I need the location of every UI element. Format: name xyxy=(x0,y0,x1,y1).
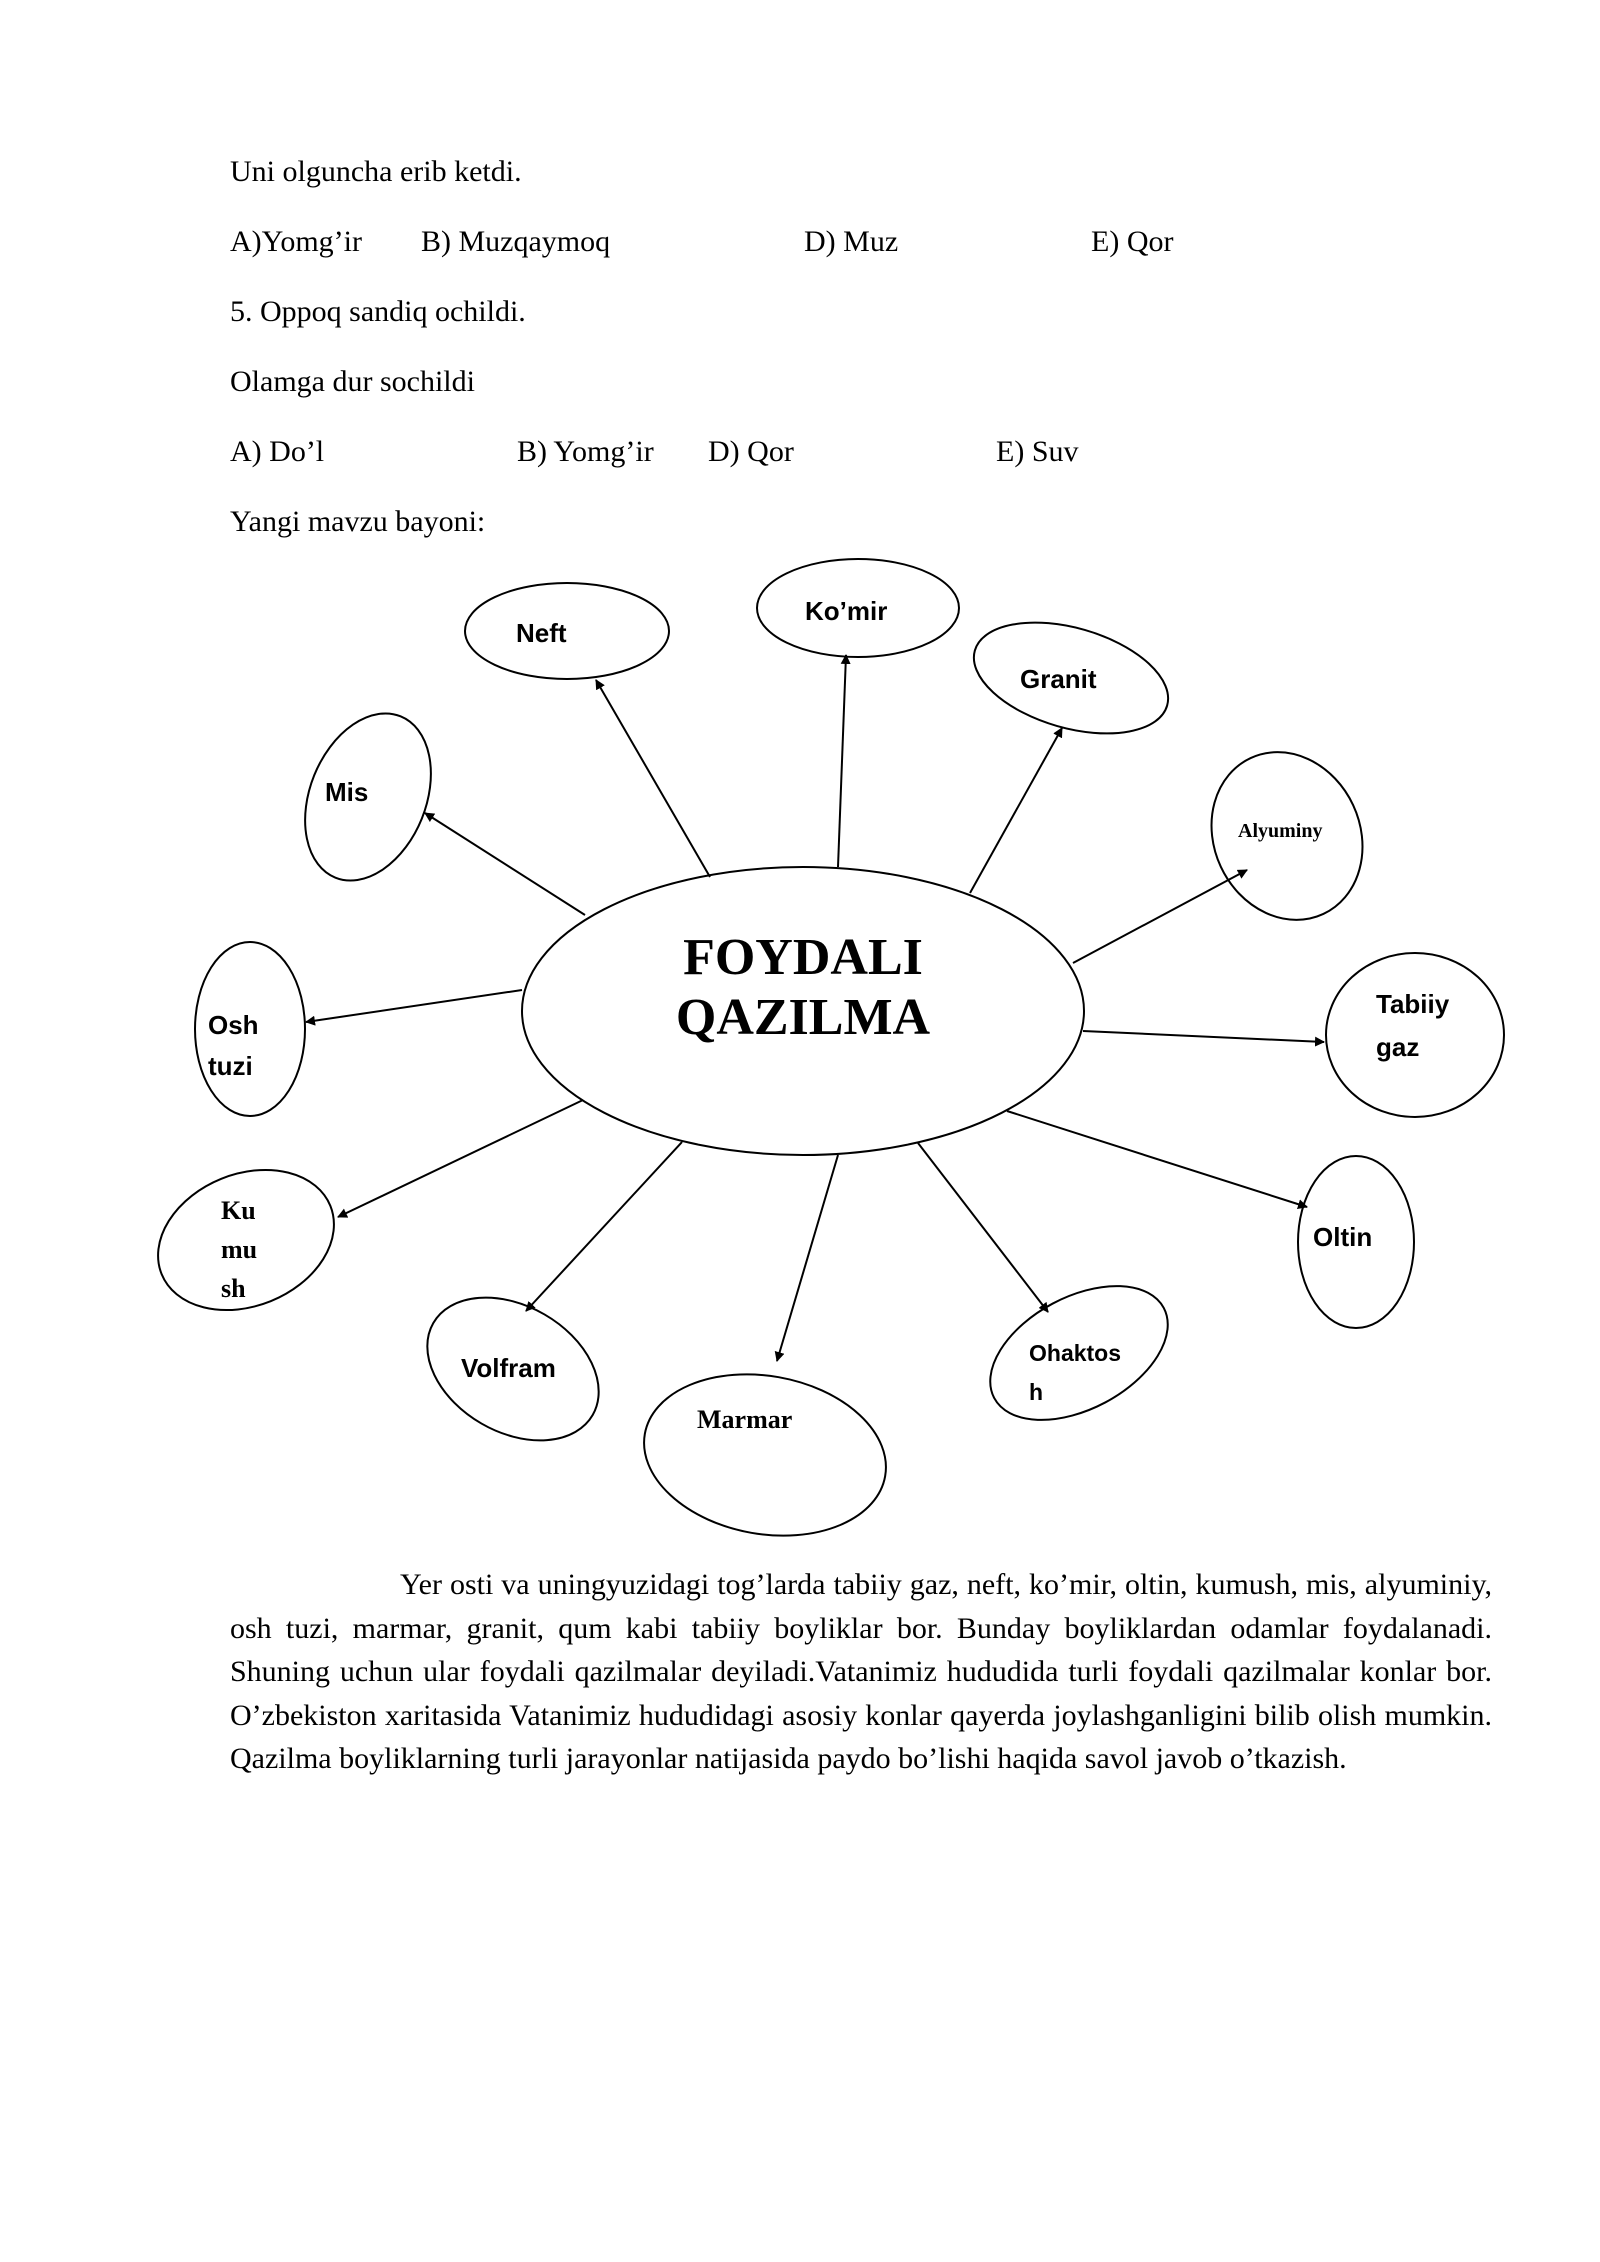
new-topic-heading: Yangi mavzu bayoni: xyxy=(230,505,486,538)
node-label-tabiiy: Tabiiy xyxy=(1376,989,1450,1019)
node-label-komir: Ko’mir xyxy=(805,596,887,626)
arrow-granit xyxy=(969,727,1063,894)
arrow-komir xyxy=(837,654,851,868)
body-paragraph-text: Yer osti va uningyuzidagi tog’larda tabi… xyxy=(230,1568,1492,1776)
node-label-marmar: Marmar xyxy=(697,1405,792,1434)
q5-option-e: E) Suv xyxy=(996,435,1079,468)
center-label-line1: FOYDALI xyxy=(683,929,923,986)
q1-option-a: A)Yomg’ir xyxy=(230,225,362,258)
mineral-mindmap: FOYDALI QAZILMA Neft Ko’mir Granit Mis O… xyxy=(157,558,1505,1537)
node-label-ohaktos: Ohaktos xyxy=(1029,1340,1121,1366)
node-label-oltin: Oltin xyxy=(1313,1222,1372,1252)
q1-option-b: B) Muzqaymoq xyxy=(421,225,611,258)
node-label-neft: Neft xyxy=(516,618,567,648)
arrow-tabiiy-gaz xyxy=(1082,1030,1325,1047)
arrow-ohaktosh xyxy=(917,1142,1049,1313)
q5-option-b: B) Yomg’ir xyxy=(517,435,654,468)
node-ellipse-kumush xyxy=(157,1168,335,1312)
node-label-ku: Ku xyxy=(221,1196,256,1225)
node-label-mu: mu xyxy=(221,1235,257,1264)
node-ellipse-oltin xyxy=(1297,1155,1415,1329)
node-label-osh: Osh xyxy=(208,1010,259,1040)
node-ellipse-osh-tuzi xyxy=(194,941,306,1117)
arrow-volfram xyxy=(525,1141,683,1312)
arrow-osh-tuzi xyxy=(305,989,523,1026)
arrow-marmar xyxy=(774,1154,839,1362)
node-label-volfram: Volfram xyxy=(461,1353,556,1383)
arrow-neft xyxy=(595,679,711,878)
node-ellipse-komir xyxy=(756,558,960,658)
node-label-sh: sh xyxy=(221,1274,246,1303)
q5-line2: Olamga dur sochildi xyxy=(230,365,475,398)
node-label-alyuminy: Alyuminy xyxy=(1238,820,1322,842)
riddle-line: Uni olguncha erib ketdi. xyxy=(230,155,522,188)
node-ellipse-tabiiy-gaz xyxy=(1325,952,1505,1118)
node-ellipse-granit xyxy=(972,621,1170,735)
node-label-mis: Mis xyxy=(325,777,368,807)
arrow-oltin xyxy=(1006,1110,1308,1210)
node-ellipse-alyuminy xyxy=(1210,751,1364,921)
q1-option-e: E) Qor xyxy=(1091,225,1174,258)
q1-option-d: D) Muz xyxy=(804,225,899,258)
node-ellipse-volfram xyxy=(426,1296,600,1442)
node-label-granit: Granit xyxy=(1020,664,1097,694)
node-label-h: h xyxy=(1029,1379,1043,1405)
center-label-line2: QAZILMA xyxy=(676,989,931,1046)
node-ellipse-neft xyxy=(464,582,670,680)
node-label-gaz: gaz xyxy=(1376,1032,1419,1062)
node-label-tuzi: tuzi xyxy=(208,1051,253,1081)
body-paragraph: Yer osti va uningyuzidagi tog’larda tabi… xyxy=(230,1563,1492,1781)
node-ellipse-ohaktosh xyxy=(989,1285,1169,1421)
center-ellipse xyxy=(521,866,1085,1156)
arrow-mis xyxy=(424,812,586,916)
node-ellipse-marmar xyxy=(643,1373,887,1537)
arrow-kumush xyxy=(337,1099,584,1218)
arrow-alyuminy xyxy=(1072,869,1248,964)
q5-line1: 5. Oppoq sandiq ochildi. xyxy=(230,295,526,328)
q5-option-a: A) Do’l xyxy=(230,435,325,468)
q5-option-d: D) Qor xyxy=(708,435,794,468)
node-ellipse-mis xyxy=(304,712,432,882)
